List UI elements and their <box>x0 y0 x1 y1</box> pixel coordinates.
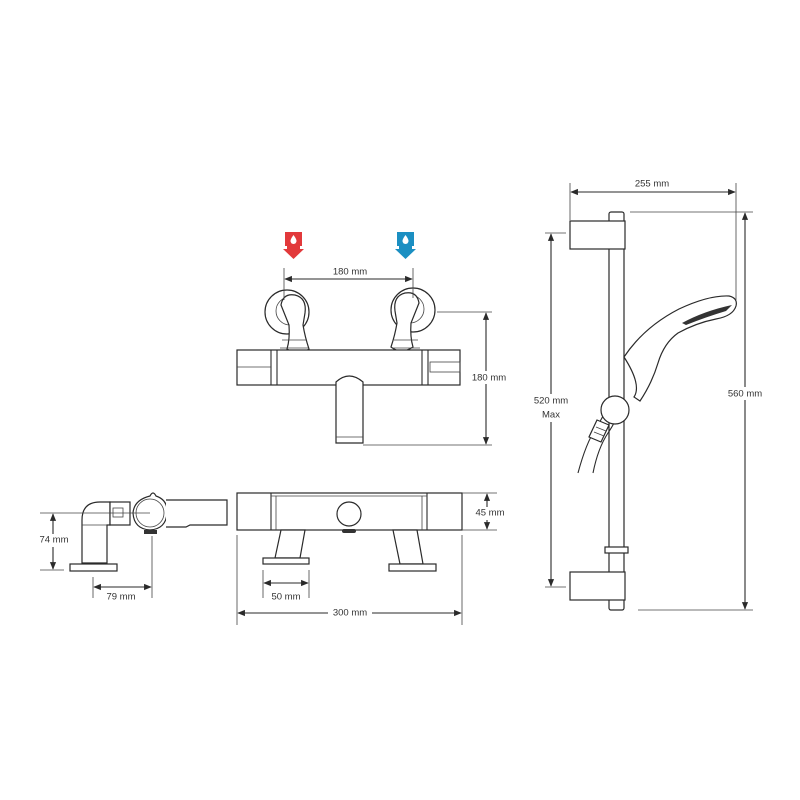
cold-inlet-elbow <box>390 287 436 352</box>
label-rail-length: 560 mm <box>728 389 762 400</box>
hot-water-inlet-icon <box>283 232 304 259</box>
label-overall-width: 300 mm <box>333 608 367 619</box>
hot-inlet-elbow <box>264 289 310 354</box>
hose-connector <box>588 419 610 443</box>
hand-shower <box>623 295 737 402</box>
label-inlet-height: 74 mm <box>39 535 68 546</box>
dimension-rail-length: 560 mm <box>630 211 764 611</box>
shower-kit: 255 mm 520 mm Max 560 mm <box>532 179 764 611</box>
dimension-front-height: 180 mm <box>363 311 508 446</box>
side-view: 74 mm 79 mm <box>36 492 228 603</box>
cold-water-inlet-icon <box>395 232 416 259</box>
dimension-shower-projection: 255 mm <box>569 179 737 300</box>
label-shower-projection: 255 mm <box>635 179 669 190</box>
dimension-bracket-spacing: 520 mm Max <box>532 232 570 588</box>
label-leg-width: 50 mm <box>271 592 300 603</box>
front-view: 180 mm 180 mm <box>236 232 508 446</box>
dimension-overall-width: 300 mm <box>236 535 463 625</box>
spout <box>335 375 364 444</box>
label-inlet-spacing: 180 mm <box>333 267 367 278</box>
dimension-leg-width: 50 mm <box>262 570 310 603</box>
label-bracket-spacing: 520 mm <box>534 396 568 407</box>
dimension-inlet-spacing: 180 mm <box>283 267 414 300</box>
label-body-height: 45 mm <box>475 508 504 519</box>
label-front-height: 180 mm <box>472 373 506 384</box>
dimension-body-height: 45 mm <box>462 492 508 531</box>
label-projection: 79 mm <box>106 592 135 603</box>
dimension-projection: 79 mm <box>92 536 153 603</box>
dimension-inlet-height: 74 mm <box>36 512 150 571</box>
label-bracket-spacing-max: Max <box>542 410 560 421</box>
top-view: 45 mm 50 mm 300 mm <box>236 492 508 625</box>
